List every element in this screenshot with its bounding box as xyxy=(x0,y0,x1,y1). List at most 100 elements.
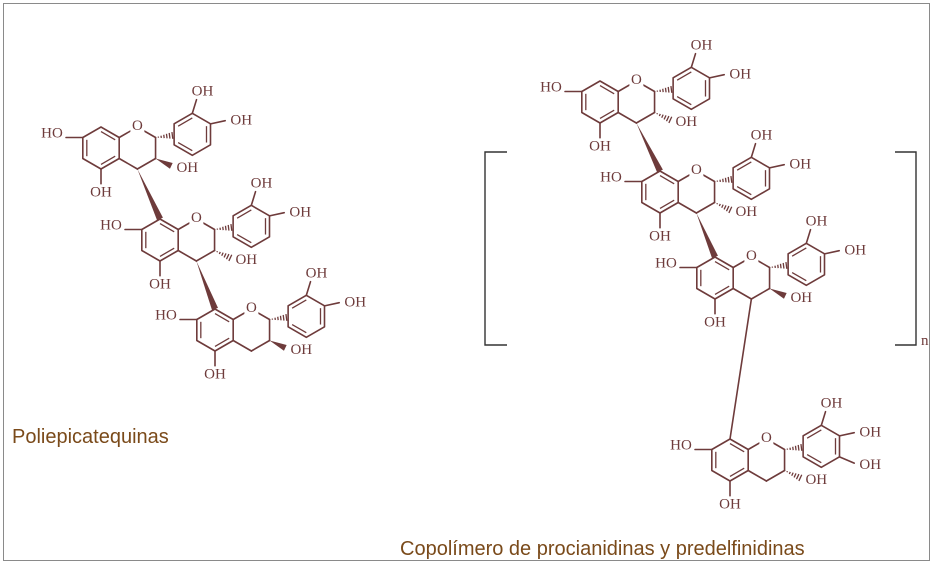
double-bond xyxy=(736,185,752,196)
hashed-bond xyxy=(216,250,233,262)
hash-line xyxy=(224,225,227,231)
bond xyxy=(838,431,855,437)
bond xyxy=(765,469,786,482)
bond xyxy=(232,339,253,352)
oh-label: OH xyxy=(589,139,611,155)
c3-oh-label: OH xyxy=(790,290,812,306)
bond xyxy=(747,469,768,482)
oh-label: OH xyxy=(230,113,252,129)
double-bond xyxy=(599,85,615,95)
hashed-bond xyxy=(716,202,733,214)
oh-label: OH xyxy=(691,38,713,54)
hashed-bond xyxy=(786,470,803,482)
bond xyxy=(768,163,785,169)
wedge-bond xyxy=(769,288,787,299)
c3-oh-label: OH xyxy=(735,204,757,220)
double-bond xyxy=(791,271,807,282)
hash-line xyxy=(664,87,667,93)
right-bracket xyxy=(895,151,917,346)
hash-line xyxy=(168,132,171,139)
c2-b-ring-bond xyxy=(771,261,788,269)
hash-line xyxy=(225,253,230,260)
hash-line xyxy=(788,471,791,475)
ho-label: HO xyxy=(670,438,692,454)
bond xyxy=(136,157,157,170)
ring-b xyxy=(232,204,271,249)
hash-line xyxy=(797,444,800,451)
ring-oxygen-label: O xyxy=(191,210,202,226)
figure-frame xyxy=(3,3,930,561)
double-bond xyxy=(676,95,692,106)
ring-a xyxy=(696,256,734,300)
hash-line xyxy=(782,262,785,269)
oh-label: OH xyxy=(751,128,773,144)
bond xyxy=(750,287,771,300)
hash-line xyxy=(223,253,227,258)
oh-label: OH xyxy=(192,84,214,100)
procyanidin-prodelphinidin-copolymer-structure: OHOOHOHOHOHOHOOHOHOHOHOHOOHOHOHOHOHOOHOH… xyxy=(540,38,881,513)
double-bond xyxy=(214,313,230,323)
bond xyxy=(250,190,257,207)
c2-b-ring-bond xyxy=(786,443,803,451)
double-bond xyxy=(100,131,116,141)
caption-poliepicatequinas: Poliepicatequinas xyxy=(12,426,169,448)
hash-line xyxy=(661,114,664,118)
bond xyxy=(677,201,698,214)
hash-line xyxy=(718,203,721,207)
ring-b xyxy=(672,66,711,111)
ring-b xyxy=(787,242,826,287)
hash-line xyxy=(795,473,800,480)
ho-label: HO xyxy=(41,126,63,142)
double-bond xyxy=(714,285,730,295)
hash-line xyxy=(785,261,788,269)
oh-label: OH xyxy=(821,396,843,412)
double-bond xyxy=(177,141,193,152)
ring-a xyxy=(141,218,179,262)
hash-line xyxy=(728,206,733,214)
hash-line xyxy=(793,473,797,478)
hash-line xyxy=(794,445,797,451)
ring-a xyxy=(82,126,120,170)
bond xyxy=(177,249,198,262)
label-mask xyxy=(244,300,259,316)
ring-oxygen-label: O xyxy=(246,300,257,316)
ring-oxygen-label: O xyxy=(761,430,772,446)
ring-b xyxy=(802,424,841,469)
label-mask xyxy=(689,162,704,178)
label-mask xyxy=(629,72,644,88)
bond xyxy=(732,287,753,300)
bond xyxy=(820,410,827,427)
hash-line xyxy=(723,205,727,210)
bond xyxy=(195,249,216,262)
hash-line xyxy=(727,176,730,183)
double-bond xyxy=(236,233,252,244)
hash-line xyxy=(228,254,233,262)
oh-label: OH xyxy=(149,277,171,293)
bond xyxy=(305,280,312,297)
hash-line xyxy=(285,313,288,321)
double-bond xyxy=(791,247,807,257)
hash-line xyxy=(171,131,174,139)
oh-label: OH xyxy=(306,266,328,282)
c3-oh-label: OH xyxy=(805,472,827,488)
ho-label: HO xyxy=(600,170,622,186)
double-bond xyxy=(159,247,175,257)
double-bond xyxy=(806,453,822,464)
bond xyxy=(209,119,226,125)
hashed-bond xyxy=(656,112,673,124)
bond xyxy=(750,142,757,159)
caption-copolimero: Copolímero de procianidinas y predelfini… xyxy=(400,538,805,560)
oh-label: OH xyxy=(204,367,226,383)
label-mask xyxy=(744,248,759,264)
c3-oh-label: OH xyxy=(675,114,697,130)
oh-label: OH xyxy=(859,425,881,441)
interflavan-bond xyxy=(696,213,718,259)
double-bond xyxy=(291,323,307,334)
hash-line xyxy=(230,223,233,231)
